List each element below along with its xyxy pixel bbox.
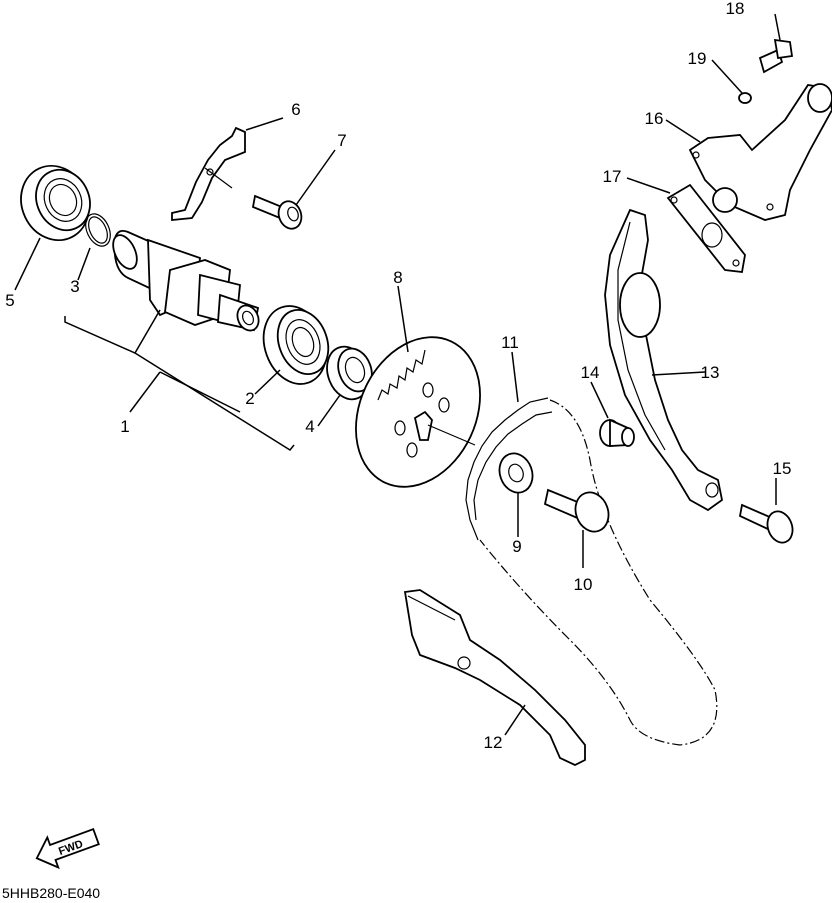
part-13-tensioner-guide [604,208,723,512]
leader-lines [14,13,781,736]
callout-labels: 1 2 3 4 5 6 7 8 9 10 11 12 13 14 15 16 1… [5,0,791,752]
part-11-cam-chain [465,397,718,746]
callout-1: 1 [120,417,129,436]
callout-8: 8 [393,268,402,287]
callout-6: 6 [291,100,300,119]
callout-19: 19 [688,49,707,68]
part-14-collar [599,418,635,447]
part-19-washer [738,92,752,104]
part-9-washer [498,452,534,494]
part-18-bolt [758,38,794,74]
callout-14: 14 [581,363,600,382]
callout-15: 15 [773,459,792,478]
part-10-bolt [543,488,610,533]
callout-10: 10 [574,575,593,594]
part-16-chain-tensioner [688,83,832,221]
callout-3: 3 [70,277,79,296]
drawing-code: 5HHB280-E040 [2,885,100,901]
part-15-bolt [738,503,794,544]
callout-18: 18 [726,0,745,18]
part-7-bolt [251,194,303,230]
part-4-collar [326,345,373,401]
fwd-arrow-icon: FWD [35,828,100,870]
part-3-o-ring [85,213,111,247]
callout-17: 17 [603,167,622,186]
part-17-gasket [666,183,746,273]
part-1-camshaft [112,229,260,332]
callout-9: 9 [512,537,521,556]
callout-16: 16 [645,109,664,128]
part-6-bracket [171,126,246,221]
callout-2: 2 [245,389,254,408]
part-2-bearing [262,305,330,385]
callout-5: 5 [5,291,14,310]
part-8-sprocket [355,336,481,488]
callout-11: 11 [501,333,519,352]
part-12-chain-guide [403,589,586,766]
callout-7: 7 [337,131,346,150]
part-5-bearing [20,164,91,242]
callout-4: 4 [305,417,314,436]
callout-13: 13 [701,363,720,382]
callout-12: 12 [484,733,503,752]
